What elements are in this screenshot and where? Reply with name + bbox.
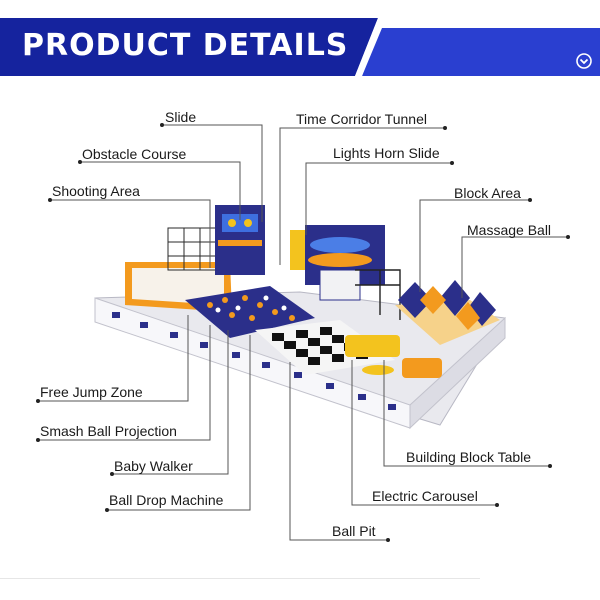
callout-obstacle-course: Obstacle Course <box>82 146 187 162</box>
callout-electric-carousel: Electric Carousel <box>372 488 478 504</box>
callout-building-block-table: Building Block Table <box>406 449 532 465</box>
callout-shooting-area: Shooting Area <box>52 183 140 199</box>
page-title: PRODUCT DETAILS <box>22 28 349 63</box>
callout-lights-horn-slide: Lights Horn Slide <box>333 145 440 161</box>
callout-baby-walker: Baby Walker <box>114 458 193 474</box>
chevron-down-circle-icon[interactable] <box>576 53 592 69</box>
callout-ball-pit: Ball Pit <box>332 523 376 539</box>
callout-massage-ball: Massage Ball <box>467 222 552 238</box>
callout-block-area: Block Area <box>454 185 521 201</box>
callout-smash-ball-projection: Smash Ball Projection <box>40 423 177 439</box>
callout-time-corridor-tunnel: Time Corridor Tunnel <box>296 111 427 127</box>
header-banner-shape <box>0 18 600 76</box>
footer-divider <box>0 578 480 579</box>
callout-ball-drop-machine: Ball Drop Machine <box>109 492 224 508</box>
header-banner: PRODUCT DETAILS <box>0 18 600 76</box>
callout-slide: Slide <box>165 109 197 125</box>
callout-free-jump-zone: Free Jump Zone <box>40 384 143 400</box>
